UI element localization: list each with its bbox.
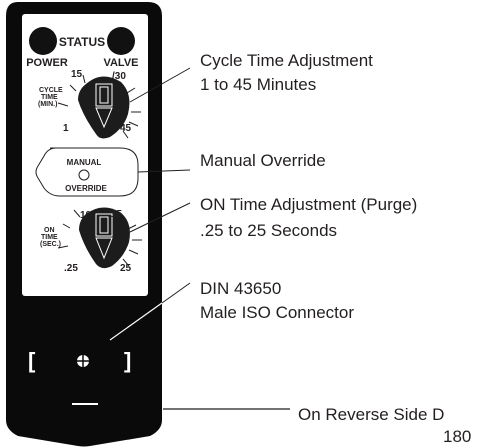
- cycle-tick-line: [122, 130, 129, 139]
- cycle-time-knob[interactable]: [78, 76, 130, 139]
- cycle-time-label-line3: (MIN.): [38, 101, 57, 108]
- leader-cycle-time: [129, 67, 191, 103]
- cycle-tick-line: [69, 84, 77, 92]
- cycle-tick-line: [82, 74, 86, 84]
- cycle-time-dial: CYCLE TIME (MIN.) 15 /30 1 45: [38, 69, 141, 139]
- manual-override-button[interactable]: [78, 169, 90, 181]
- on-time-label-line1: ON: [44, 227, 55, 234]
- on-tick-line: [122, 258, 130, 267]
- callout-cycle-time-title: Cycle Time Adjustment: [200, 51, 373, 70]
- leader-din-connector-ext: [161, 282, 191, 304]
- callout-din-title: DIN 43650: [200, 279, 281, 298]
- connector-left-bracket: [: [28, 348, 36, 373]
- connector-right-bracket: ]: [124, 348, 131, 373]
- cycle-tick-30: /30: [112, 71, 126, 82]
- cycle-tick-line: [57, 102, 69, 107]
- valve-led: [107, 27, 135, 55]
- cycle-tick-line: [126, 87, 136, 94]
- on-tick-line: [73, 209, 81, 218]
- power-led: [29, 27, 57, 55]
- power-label: POWER: [26, 57, 68, 69]
- on-knob-pointer: [95, 237, 113, 260]
- valve-label: VALVE: [103, 57, 138, 69]
- leader-on-time: [129, 202, 191, 233]
- on-time-label-line2: TIME: [41, 234, 58, 241]
- cycle-tick-15: 15: [71, 69, 83, 80]
- cycle-tick-1: 1: [63, 123, 69, 134]
- on-tick-10: 10: [80, 210, 92, 221]
- cycle-time-label-line1: CYCLE: [39, 87, 63, 94]
- on-time-label-line3: (SEC.): [40, 241, 61, 248]
- callout-reverse-side: On Reverse Side D: [298, 405, 444, 424]
- cycle-tick-line: [128, 121, 139, 127]
- cycle-time-label-line2: TIME: [41, 94, 58, 101]
- on-time-dial: ON TIME (SEC.) 10 15 .25 25: [40, 207, 142, 274]
- cycle-tick-45: 45: [120, 123, 132, 134]
- cycle-knob-slot-inner: [99, 86, 109, 104]
- on-knob-slot-inner: [99, 216, 109, 234]
- callout-on-time-range: .25 to 25 Seconds: [200, 221, 337, 240]
- on-tick-025: .25: [64, 263, 78, 274]
- override-label: OVERRIDE: [65, 184, 107, 193]
- callout-cycle-time-range: 1 to 45 Minutes: [200, 75, 316, 94]
- status-label: STATUS: [59, 35, 105, 49]
- manual-label: MANUAL: [67, 158, 102, 167]
- on-tick-15: 15: [111, 209, 123, 220]
- on-tick-line: [57, 245, 69, 249]
- leader-manual-override: [137, 169, 191, 173]
- callout-manual-override: Manual Override: [200, 151, 326, 170]
- on-tick-line: [62, 223, 71, 229]
- cycle-knob-pointer: [95, 107, 113, 129]
- callout-reverse-side-line2: 180: [443, 427, 471, 446]
- callout-din-connector: Male ISO Connector: [200, 303, 354, 322]
- callout-on-time-title: ON Time Adjustment (Purge): [200, 195, 417, 214]
- on-tick-25: 25: [120, 263, 132, 274]
- on-tick-line: [128, 249, 139, 255]
